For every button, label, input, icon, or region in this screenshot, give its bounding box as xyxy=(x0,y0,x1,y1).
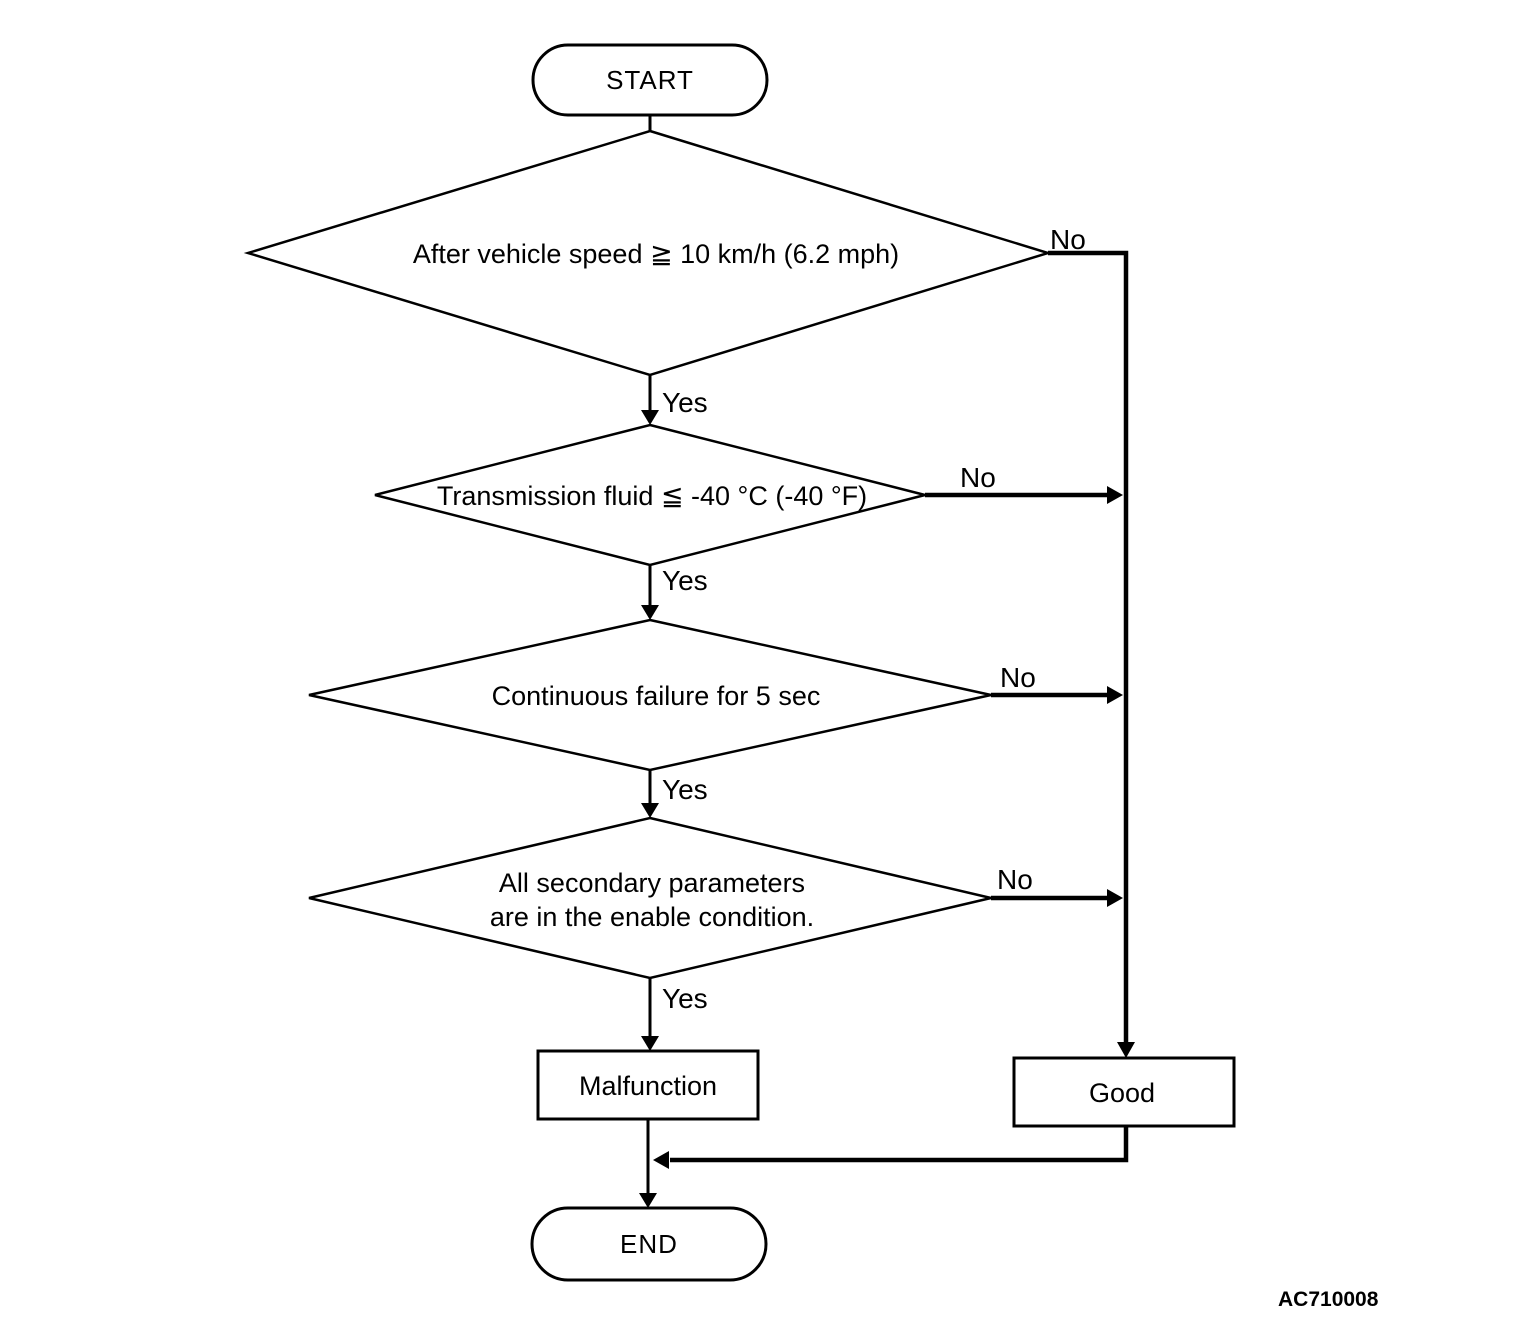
arrowhead-down-icon xyxy=(639,1193,657,1208)
arrowhead-right-icon xyxy=(1107,889,1123,907)
decision-2-no-label: No xyxy=(960,462,996,493)
malfunction-box xyxy=(536,1049,760,1121)
decision-4-yes-label: Yes xyxy=(662,983,708,1014)
start-terminal xyxy=(531,43,769,117)
good-box xyxy=(1012,1056,1236,1128)
decision-4-shape xyxy=(308,816,992,980)
figure-id-label: AC710008 xyxy=(1278,1288,1379,1311)
decision-1-label: After vehicle speed ≧ 10 km/h (6.2 mph) xyxy=(413,239,899,269)
arrowhead-down-icon xyxy=(1117,1042,1135,1058)
decision-3-no-label: No xyxy=(1000,662,1036,693)
decision-3-shape xyxy=(308,618,992,772)
decision-4-no-label: No xyxy=(997,864,1033,895)
arrowhead-down-icon xyxy=(641,803,659,818)
malfunction-label: Malfunction xyxy=(579,1071,717,1101)
decision-1-yes-label: Yes xyxy=(662,387,708,418)
end-label: END xyxy=(620,1229,678,1259)
decision-4-label-line1: All secondary parameters xyxy=(499,868,805,898)
arrowhead-left-icon xyxy=(653,1151,669,1169)
decision-2-yes-label: Yes xyxy=(662,565,708,596)
arrowhead-down-icon xyxy=(641,410,659,425)
decision-4-label-line2: are in the enable condition. xyxy=(490,902,814,932)
end-terminal xyxy=(530,1206,768,1282)
decision-2-label: Transmission fluid ≦ -40 °C (-40 °F) xyxy=(437,481,867,511)
arrowhead-down-icon xyxy=(641,1036,659,1051)
decision-3-label: Continuous failure for 5 sec xyxy=(492,681,821,711)
arrowhead-down-icon xyxy=(641,605,659,620)
arrowhead-right-icon xyxy=(1107,486,1123,504)
connector-good-to-merge xyxy=(670,1126,1129,1163)
decision-3-yes-label: Yes xyxy=(662,774,708,805)
decision-1-no-label: No xyxy=(1050,224,1086,255)
good-label: Good xyxy=(1089,1078,1155,1108)
connector-no-rail xyxy=(1048,250,1129,1043)
decision-2-shape xyxy=(374,423,926,567)
start-label: START xyxy=(606,65,694,95)
arrowhead-right-icon xyxy=(1107,686,1123,704)
decision-1-shape xyxy=(243,129,1053,377)
